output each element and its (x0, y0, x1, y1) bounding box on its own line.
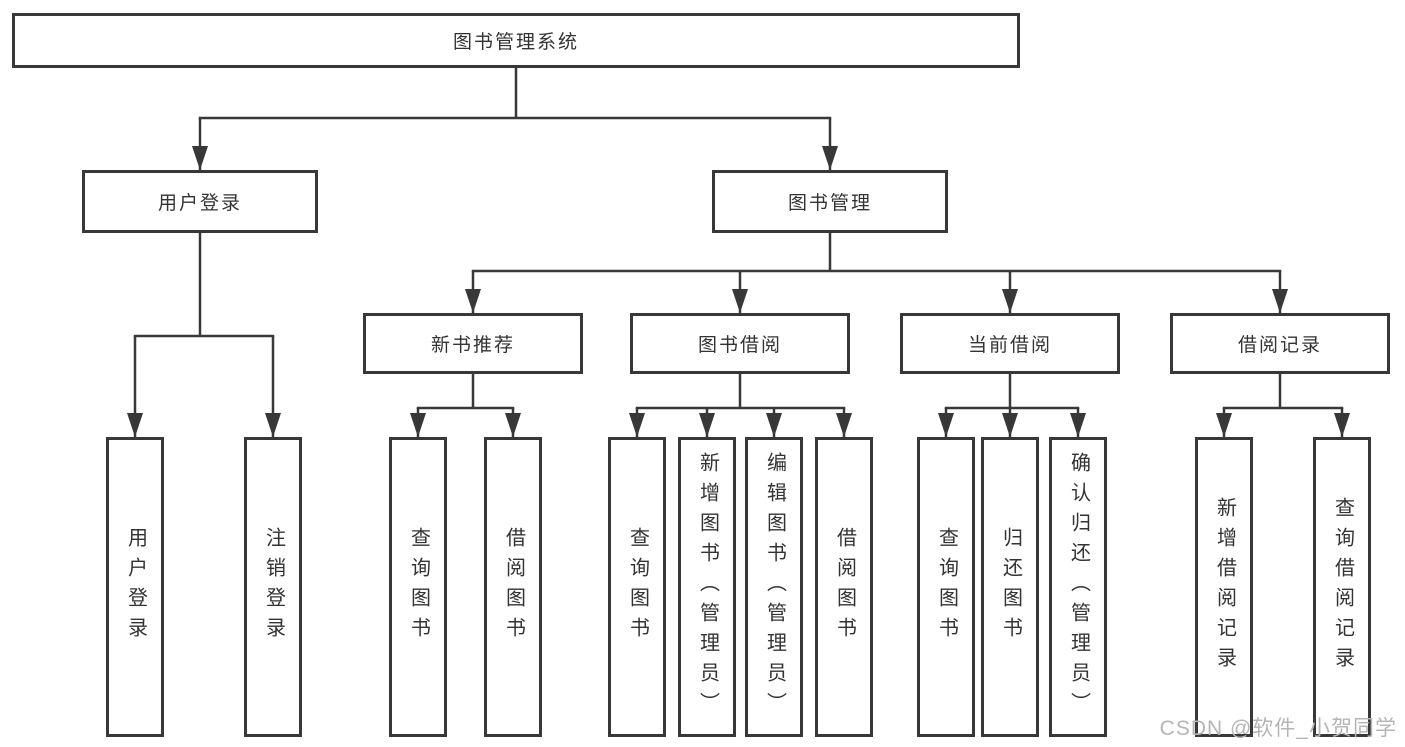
leaf-records-add: 新增借阅记录 (1195, 437, 1253, 737)
node-borrow-records: 借阅记录 (1170, 313, 1390, 374)
leaf-current-confirm-admin: 确认归还（管理员） (1049, 437, 1107, 737)
node-label: 新增借阅记录 (1213, 497, 1236, 677)
node-user-login: 用户登录 (82, 170, 318, 233)
node-label: 查询图书 (935, 527, 958, 647)
node-label: 确认归还（管理员） (1067, 452, 1090, 722)
node-label: 归还图书 (999, 527, 1022, 647)
leaf-newbooks-borrow: 借阅图书 (484, 437, 542, 737)
node-label: 借阅图书 (833, 527, 856, 647)
node-label: 查询图书 (407, 527, 430, 647)
leaf-records-query: 查询借阅记录 (1313, 437, 1371, 737)
node-label: 新书推荐 (430, 335, 515, 356)
node-label: 编辑图书（管理员） (763, 452, 786, 722)
node-label: 借阅图书 (502, 527, 525, 647)
leaf-borrow-query: 查询图书 (608, 437, 666, 737)
node-label: 用户登录 (157, 193, 242, 214)
leaf-borrow-add-admin: 新增图书（管理员） (678, 437, 736, 737)
node-label: 新增图书（管理员） (696, 452, 719, 722)
node-label: 图书管理系统 (452, 32, 579, 53)
csdn-watermark: CSDN @软件_小贺同学 (1159, 717, 1397, 740)
node-label: 查询图书 (626, 527, 649, 647)
leaf-borrow-edit-admin: 编辑图书（管理员） (745, 437, 803, 737)
leaf-user-login: 用户登录 (106, 437, 164, 737)
leaf-current-return: 归还图书 (981, 437, 1039, 737)
node-label: 图书管理 (787, 193, 872, 214)
node-label: 借阅记录 (1237, 335, 1322, 356)
node-label: 当前借阅 (967, 335, 1052, 356)
node-current-borrow: 当前借阅 (900, 313, 1120, 374)
node-book-management: 图书管理 (712, 170, 948, 233)
node-label: 注销登录 (262, 527, 285, 647)
leaf-newbooks-query: 查询图书 (389, 437, 447, 737)
leaf-current-query: 查询图书 (917, 437, 975, 737)
node-new-book-recommend: 新书推荐 (363, 313, 583, 374)
node-book-borrow: 图书借阅 (630, 313, 850, 374)
leaf-logout: 注销登录 (244, 437, 302, 737)
node-label: 用户登录 (124, 527, 147, 647)
node-library-system: 图书管理系统 (12, 13, 1020, 68)
leaf-borrow-book: 借阅图书 (815, 437, 873, 737)
node-label: 图书借阅 (697, 335, 782, 356)
node-label: 查询借阅记录 (1331, 497, 1354, 677)
